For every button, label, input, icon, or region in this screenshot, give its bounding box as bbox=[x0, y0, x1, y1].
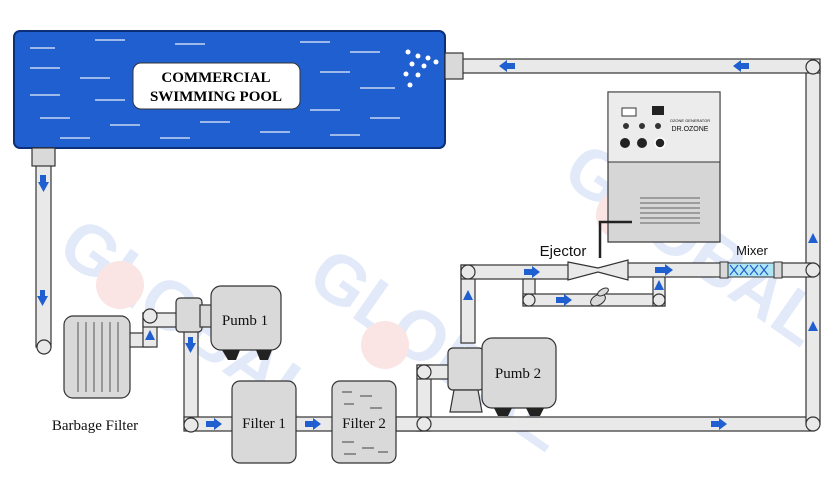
pool-inlet-bubbles bbox=[403, 49, 439, 88]
ejector: Ejector bbox=[540, 243, 629, 307]
pump2-label: Pumb 2 bbox=[495, 366, 541, 382]
flow-arrows bbox=[37, 60, 818, 430]
pool-title-box bbox=[132, 62, 301, 110]
barbage-filter-body bbox=[63, 315, 131, 399]
mixer-label: Mixer bbox=[736, 243, 768, 258]
pump1-volute bbox=[175, 297, 203, 333]
swimming-pool: COMMERCIAL SWIMMING POOL bbox=[13, 30, 464, 167]
elbow bbox=[183, 417, 199, 433]
flow-arrow-down bbox=[185, 337, 196, 353]
pipe-to-ejector bbox=[460, 264, 572, 280]
elbow bbox=[36, 339, 52, 355]
flow-arrow-right bbox=[711, 418, 727, 430]
ozone-knob bbox=[655, 123, 661, 129]
flow-arrow-up bbox=[463, 290, 473, 300]
pipe-bottom-return bbox=[395, 416, 815, 432]
elbow bbox=[460, 264, 476, 280]
ozone-generator-brand: DR.OZONE bbox=[672, 126, 709, 133]
mixer: Mixer bbox=[719, 243, 783, 279]
flow-arrow-left bbox=[733, 60, 749, 72]
elbow bbox=[416, 416, 432, 432]
mixer-body bbox=[727, 262, 775, 278]
pump2-motor bbox=[481, 337, 557, 409]
flow-arrow-right bbox=[655, 264, 673, 276]
flow-arrow-up bbox=[654, 280, 664, 290]
elbow bbox=[805, 416, 821, 432]
pump1-feet bbox=[222, 350, 272, 360]
flow-arrow-right bbox=[206, 418, 222, 430]
flow-arrow-up bbox=[808, 233, 818, 243]
elbow bbox=[805, 59, 821, 75]
ozone-knob bbox=[639, 123, 645, 129]
flow-arrow-down bbox=[38, 175, 49, 192]
ozone-generator: OZONE GENERATOR DR.OZONE bbox=[598, 91, 721, 258]
pipe-ejector-mixer bbox=[624, 262, 731, 278]
filter1-body bbox=[231, 380, 297, 464]
ozone-display-1 bbox=[621, 107, 637, 117]
pump2-feet bbox=[494, 408, 544, 416]
elbow bbox=[652, 293, 666, 307]
filter2-label: Filter 2 bbox=[342, 416, 386, 432]
ozone-vents bbox=[640, 197, 700, 224]
pump1: Pumb 1 bbox=[175, 285, 282, 360]
flow-arrow-down bbox=[37, 290, 48, 306]
ozone-feed-line bbox=[598, 220, 632, 258]
pipe-right-riser bbox=[805, 65, 821, 425]
pump2: Pumb 2 bbox=[447, 337, 557, 416]
bypass-valve bbox=[590, 287, 609, 307]
pump2-volute bbox=[447, 347, 485, 391]
barbage-filter: Barbage Filter bbox=[52, 315, 138, 434]
elbow bbox=[805, 262, 821, 278]
barbage-filter-label: Barbage Filter bbox=[52, 418, 138, 434]
elbow bbox=[522, 293, 536, 307]
pool-outlet-fitting bbox=[31, 147, 56, 167]
pump2-stand bbox=[449, 389, 483, 413]
pool-ripples bbox=[30, 39, 400, 139]
flow-arrow-left bbox=[499, 60, 515, 72]
ejector-label: Ejector bbox=[540, 243, 587, 260]
ozone-knob-large bbox=[620, 138, 630, 148]
pool-title-line1: COMMERCIAL bbox=[161, 70, 270, 86]
barbage-filter-fins bbox=[77, 322, 119, 392]
filter2-media-marks bbox=[342, 391, 388, 455]
filter2: Filter 2 bbox=[331, 380, 397, 464]
flow-arrow-right bbox=[556, 294, 572, 306]
elbow bbox=[142, 308, 158, 324]
pool-title-line2: SWIMMING POOL bbox=[150, 89, 282, 105]
ozone-knob-large bbox=[637, 138, 647, 148]
ozone-display-2 bbox=[652, 106, 664, 115]
pump1-motor bbox=[210, 285, 282, 351]
ejector-body bbox=[567, 259, 629, 281]
pipe-pool-outlet bbox=[35, 164, 52, 348]
flow-arrow-up bbox=[145, 330, 155, 340]
mixer-flange-left bbox=[719, 261, 729, 279]
flow-arrow-right bbox=[524, 266, 540, 278]
watermark-badge-center bbox=[361, 321, 409, 369]
mixer-flange-right bbox=[773, 261, 783, 279]
pump1-label: Pumb 1 bbox=[222, 313, 268, 329]
mixer-static-elements bbox=[729, 264, 769, 276]
ozone-generator-subtext: OZONE GENERATOR bbox=[670, 118, 710, 123]
filter1-label: Filter 1 bbox=[242, 416, 286, 432]
ozone-knob-large bbox=[654, 137, 666, 149]
filter1: Filter 1 bbox=[231, 380, 297, 464]
pipe-elbows bbox=[36, 59, 821, 433]
flow-arrow-right bbox=[305, 418, 321, 430]
watermark-badge-left bbox=[96, 261, 144, 309]
pool-inlet-fitting bbox=[444, 52, 464, 80]
elbow bbox=[416, 364, 432, 380]
flow-arrow-up bbox=[808, 321, 818, 331]
ozone-knob bbox=[623, 123, 629, 129]
pump1-coupling bbox=[199, 304, 213, 328]
